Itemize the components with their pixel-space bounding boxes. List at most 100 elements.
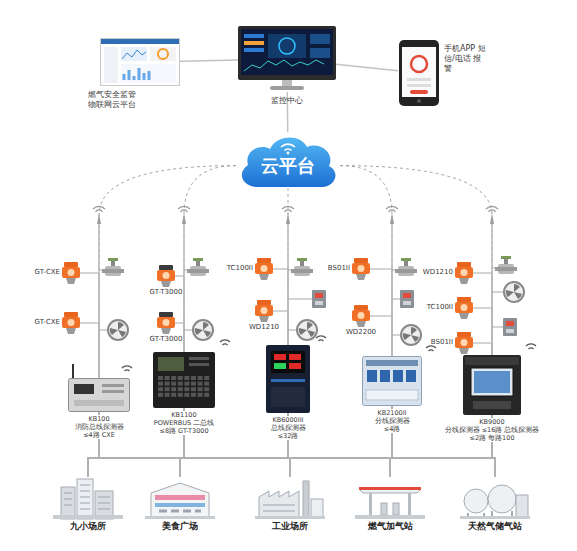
controller-panel-shape — [380, 370, 390, 382]
site-icon-shape — [381, 503, 387, 515]
site-icon-shape — [516, 495, 528, 517]
site-icon-shape — [151, 483, 209, 517]
connector-line — [99, 166, 236, 378]
controller-panel-shape — [274, 363, 286, 369]
controller-panel-shape — [153, 352, 215, 408]
gas-detector-shape — [157, 270, 175, 281]
text-group: KB1100POWERBUS 二总线≤8路 GT-T3000 — [134, 411, 234, 435]
controller-panel-shape — [165, 376, 170, 380]
gas-detector-shape — [455, 262, 473, 284]
gas-detector: BS01II — [352, 258, 370, 280]
text-group: 天然气储气站 — [445, 521, 545, 532]
gas-detector-shape — [62, 262, 80, 284]
controller-panel-shape — [473, 401, 511, 409]
text-group: 手机APP 短信/电话 报警 — [444, 44, 488, 74]
gas-detector-shape — [62, 317, 80, 328]
valve — [196, 261, 200, 266]
device-wire — [184, 330, 193, 331]
mobile-phone-shape — [407, 78, 431, 81]
site-icon-shape — [95, 491, 113, 519]
platform-screenshot-shape — [104, 47, 118, 83]
connector-line — [184, 166, 236, 352]
node-label: TC100II — [401, 303, 453, 312]
mobile-phone-shape — [410, 90, 428, 94]
exhaust-fan — [108, 320, 128, 340]
platform-screenshot-shape — [122, 50, 146, 59]
site-icon-shape — [359, 487, 421, 490]
controller-panel-shape — [178, 382, 183, 386]
node-label: ≤32路 — [238, 432, 338, 440]
platform-screenshot-shape — [121, 64, 176, 83]
site-icon-shape — [255, 477, 325, 519]
platform-screenshot-shape — [101, 39, 179, 44]
text-group: TC100II — [401, 303, 453, 312]
cloud-platform-shape — [287, 152, 290, 155]
site-icon-shape — [64, 485, 110, 509]
controller-panel-shape — [189, 357, 209, 360]
gas-detector-shape — [161, 281, 171, 287]
antenna-mast — [182, 213, 186, 224]
gas-detector-shape — [358, 265, 365, 272]
exhaust-fan — [401, 325, 421, 345]
controller-panel-shape — [367, 370, 377, 382]
control-box — [312, 290, 326, 308]
gas-detector-shape — [356, 321, 366, 327]
valve — [504, 259, 508, 264]
controller-panel-shape — [184, 393, 189, 397]
monitor-center-shape — [310, 34, 330, 44]
controller-panel-shape — [68, 378, 130, 412]
controller-panel-shape — [204, 393, 209, 397]
gas-detector-shape — [461, 304, 468, 311]
gas-detector-shape — [259, 316, 269, 322]
mobile-phone-shape — [417, 99, 421, 103]
gas-detector: WD1210 — [255, 300, 273, 322]
controller-panel-shape — [271, 351, 305, 373]
controller-panel: KB2100II分线探测器≤4路 — [362, 356, 422, 406]
controller-panel-shape — [366, 360, 418, 366]
text-group: 九小场所 — [38, 521, 138, 532]
site-icon: 九小场所 — [53, 477, 123, 519]
gas-detector: GT-CXE — [62, 312, 80, 334]
controller-panel-shape — [204, 382, 209, 386]
valve — [300, 261, 304, 266]
controller-panel-shape — [184, 387, 189, 391]
device-wire — [492, 327, 503, 328]
controller-panel-shape — [178, 393, 183, 397]
platform-screenshot-shape — [158, 49, 168, 59]
controller-panel-shape — [158, 357, 184, 371]
controller-panel-shape — [158, 376, 163, 380]
device-wire — [99, 330, 108, 331]
exhaust-fan — [401, 325, 421, 345]
connector-line — [99, 412, 495, 477]
gas-detector-shape — [62, 267, 80, 278]
connector-line — [336, 64, 398, 71]
controller-panel-shape — [184, 382, 189, 386]
exhaust-fan — [193, 320, 213, 340]
site-icon-shape — [145, 477, 215, 519]
controller-panel-shape — [171, 382, 176, 386]
gas-detector-shape — [255, 258, 273, 280]
control-box — [403, 293, 411, 298]
gas-detector-shape — [261, 307, 268, 314]
gas-detector-shape — [66, 328, 76, 334]
gas-detector-shape — [455, 302, 473, 313]
gas-detector-shape — [157, 265, 175, 287]
text-group: WD2200 — [336, 328, 386, 337]
node-label: GT-T3000 — [141, 288, 191, 297]
antenna — [178, 206, 190, 212]
valve — [291, 269, 313, 273]
gas-detector: GT-T3000 — [157, 265, 175, 287]
controller-panel-shape — [165, 382, 170, 386]
site-icon-shape — [303, 481, 309, 517]
text-group: KB6000III总线探测器≤32路 — [238, 416, 338, 440]
site-icon-shape — [145, 516, 215, 519]
monitor-center-shape — [270, 86, 304, 90]
control-box — [315, 293, 323, 298]
valve — [401, 258, 411, 261]
connector-line — [473, 343, 492, 355]
antenna — [93, 206, 498, 212]
controller-panel-shape — [153, 352, 215, 408]
gas-detector-shape — [459, 278, 469, 284]
node-label: 分线探测器 ≤16路 总线探测器 ≤2路 每路100 — [442, 426, 542, 442]
